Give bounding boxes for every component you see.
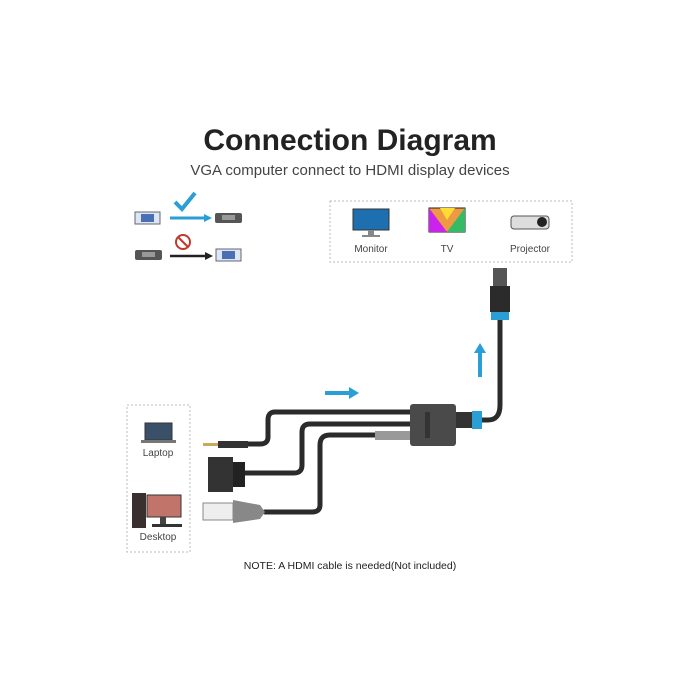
cables bbox=[235, 317, 503, 515]
adapter-box bbox=[410, 404, 456, 446]
note-text: NOTE: A HDMI cable is needed(Not include… bbox=[243, 560, 457, 572]
display-label-projector: Projector bbox=[509, 244, 550, 255]
source-label-laptop: Laptop bbox=[142, 448, 174, 459]
arrow-right-icon bbox=[325, 387, 359, 399]
display-label-tv: TV bbox=[440, 244, 454, 255]
source-label-desktop: Desktop bbox=[139, 532, 177, 543]
page-title: Connection Diagram bbox=[203, 124, 497, 157]
hdmi-to-vga-unsupported bbox=[135, 234, 242, 262]
usb-connector bbox=[202, 500, 265, 523]
displays-box bbox=[329, 200, 573, 263]
laptop-icon bbox=[141, 422, 176, 443]
prohibited-icon bbox=[175, 234, 191, 250]
hdmi-connector bbox=[490, 268, 510, 320]
check-icon bbox=[173, 191, 197, 212]
desktop-icon bbox=[132, 493, 182, 528]
monitor-icon bbox=[352, 208, 390, 237]
vga-connector bbox=[208, 457, 245, 492]
arrow-up-icon bbox=[474, 343, 486, 377]
page-subtitle: VGA computer connect to HDMI display dev… bbox=[190, 162, 510, 179]
tv-icon bbox=[428, 207, 466, 233]
sources-box bbox=[126, 404, 191, 553]
audio-jack bbox=[203, 441, 248, 448]
display-label-monitor: Monitor bbox=[354, 244, 388, 255]
vga-to-hdmi-supported bbox=[134, 191, 242, 225]
usb-cable-sleeve bbox=[375, 431, 410, 440]
projector-icon bbox=[510, 215, 550, 230]
